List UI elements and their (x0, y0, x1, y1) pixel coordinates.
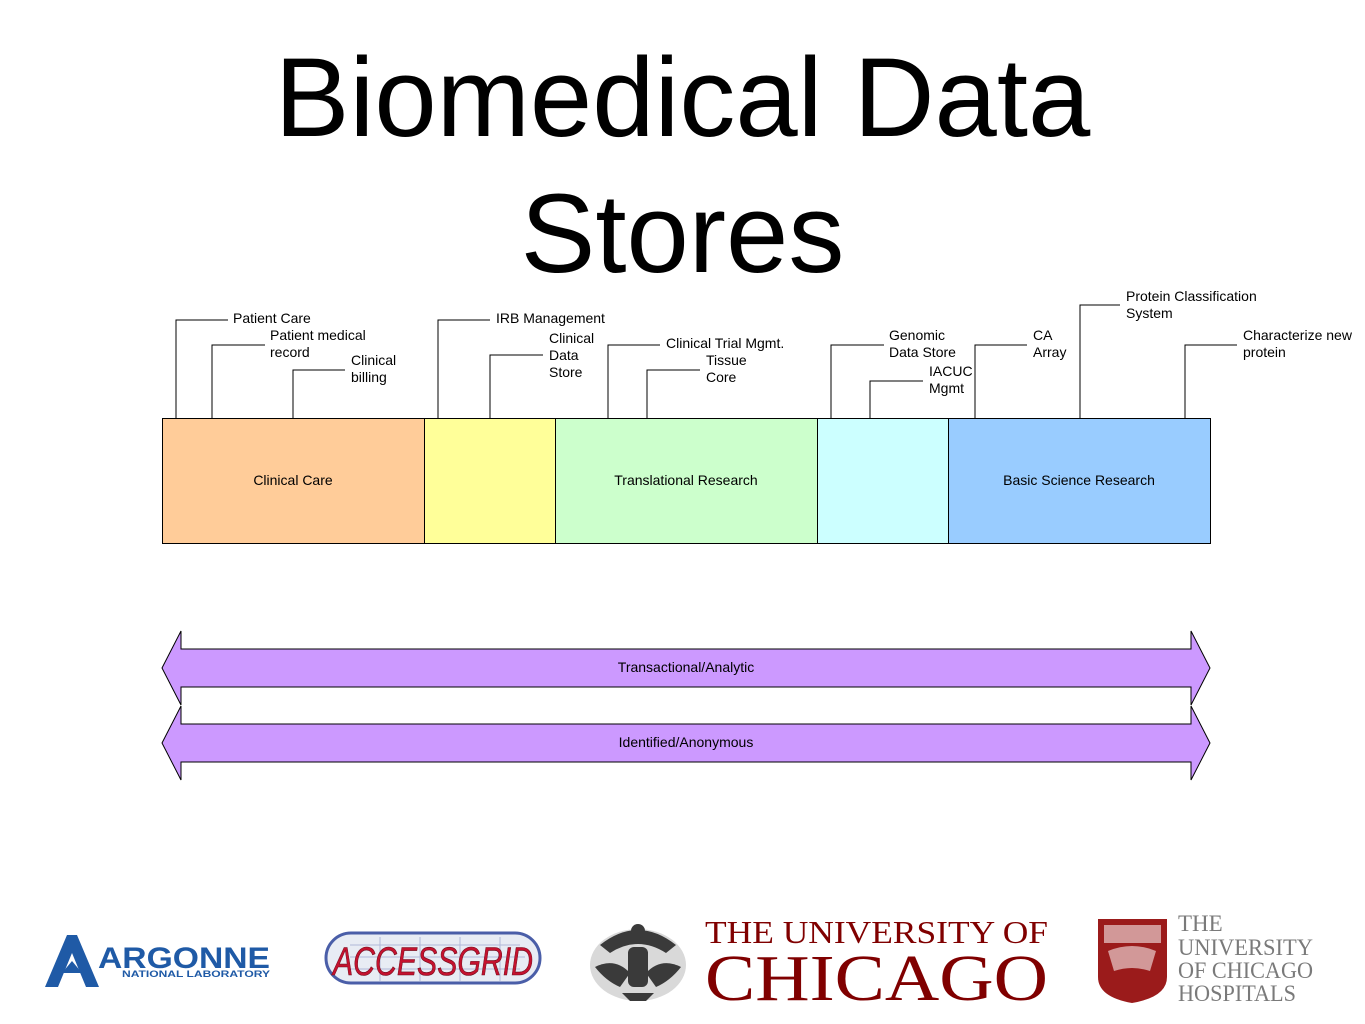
leader-clinical-data-store (489, 354, 543, 418)
callout-line: IACUC (929, 363, 973, 379)
callout-line: Clinical (351, 352, 397, 368)
callout-line: Characterize new (1243, 327, 1352, 343)
callout-tissue-core: Tissue Core (706, 352, 747, 386)
segment-label-translational-research: Translational Research (614, 472, 757, 488)
callout-line: Data Store (889, 344, 956, 360)
segment-label-basic-science: Basic Science Research (1003, 472, 1155, 488)
leader-genomic-data-store (830, 344, 884, 418)
hospitals-shield-detail-icon (1104, 925, 1161, 971)
leader-patient-care (175, 319, 228, 418)
callout-line: protein (1243, 344, 1286, 360)
callout-line: Genomic (889, 327, 946, 343)
segment-clinical-care (162, 418, 425, 544)
leader-patient-medical-record (211, 344, 265, 418)
footer-logos: ARGONNE NATIONAL LABORATORY ACCESSGRID T… (45, 911, 1313, 1015)
title-line-2: Stores (520, 171, 845, 296)
arrow-label-transactional: Transactional/Analytic (618, 659, 754, 675)
leader-characterize-protein (1184, 344, 1237, 418)
data-stores-diagram: Clinical Care Translational Research Bas… (161, 304, 1237, 781)
callout-irb-management: IRB Management (496, 310, 605, 326)
argonne-name: ARGONNE (98, 942, 270, 975)
callout-line: record (270, 344, 310, 360)
callout-line: Mgmt (929, 380, 964, 396)
argonne-logo: ARGONNE NATIONAL LABORATORY (45, 935, 270, 987)
title-line-1: Biomedical Data (274, 35, 1091, 160)
callout-line: CA (1033, 327, 1053, 343)
callout-line: Clinical (549, 330, 595, 346)
leader-clinical-trial-mgmt (607, 344, 660, 418)
accessgrid-logo: ACCESSGRID (324, 931, 542, 985)
page-title: Biomedical Data Stores (0, 30, 1365, 302)
uchicago-line-2: CHICAGO (705, 942, 1048, 1015)
phoenix-crest-icon (590, 924, 686, 1001)
accessgrid-grid-lines (350, 937, 525, 981)
callout-iacuc-mgmt: IACUC Mgmt (929, 363, 973, 397)
callout-clinical-trial-mgmt: Clinical Trial Mgmt. (666, 335, 785, 351)
hospitals-line-3: OF CHICAGO (1178, 958, 1313, 983)
argonne-a-inner-icon (62, 961, 82, 973)
callout-line: Store (549, 364, 583, 380)
callout-line: Array (1033, 344, 1067, 360)
callout-patient-medical-record: Patient medical record (270, 327, 366, 361)
callout-clinical-billing: Clinical billing (351, 352, 396, 386)
callout-line: Tissue (706, 352, 747, 368)
callout-protein-classification: Protein Classification System (1126, 288, 1257, 322)
segment-basic-science (948, 418, 1211, 544)
callout-clinical-data-store: Clinical Data Store (549, 330, 594, 381)
segment-translational-research (555, 418, 818, 544)
callout-line: billing (351, 369, 387, 385)
callout-line: Data (549, 347, 579, 363)
segment-irb (424, 418, 556, 544)
callout-ca-array: CA Array (1033, 327, 1066, 361)
callout-line: System (1126, 305, 1173, 321)
callout-characterize-protein: Characterize new protein (1243, 327, 1352, 361)
arrow-label-identified: Identified/Anonymous (619, 734, 754, 750)
uchicago-line-1: THE UNIVERSITY OF (705, 914, 1048, 950)
uchicago-logo: THE UNIVERSITY OF CHICAGO (590, 914, 1048, 1015)
argonne-a-icon (45, 935, 99, 987)
callout-genomic-data-store: Genomic Data Store (889, 327, 956, 361)
hospitals-line-2: UNIVERSITY (1178, 935, 1313, 960)
argonne-subtitle: NATIONAL LABORATORY (122, 969, 270, 979)
leader-protein-classification (1079, 304, 1120, 418)
accessgrid-wordmark: ACCESSGRID (331, 940, 533, 984)
leader-ca-array (974, 344, 1027, 418)
leader-tissue-core (646, 369, 700, 418)
arrow-identified-anonymous (161, 705, 1211, 781)
uchicago-hospitals-logo: THE UNIVERSITY OF CHICAGO HOSPITALS (1098, 911, 1313, 1006)
hospitals-line-1: THE (1178, 911, 1223, 936)
leader-iacuc-mgmt (869, 380, 923, 418)
segment-genomic (817, 418, 949, 544)
callout-patient-care: Patient Care (233, 310, 311, 326)
hospitals-line-4: HOSPITALS (1178, 981, 1296, 1006)
leader-clinical-billing (292, 369, 345, 418)
callout-line: Protein Classification (1126, 288, 1257, 304)
leader-irb-management (437, 319, 490, 418)
callout-line: Core (706, 369, 737, 385)
arrow-transactional-analytic (161, 630, 1211, 706)
callout-lines (175, 304, 1237, 418)
segment-label-clinical-care: Clinical Care (253, 472, 333, 488)
callout-line: Patient medical (270, 327, 366, 343)
segment-bar (162, 418, 1211, 544)
